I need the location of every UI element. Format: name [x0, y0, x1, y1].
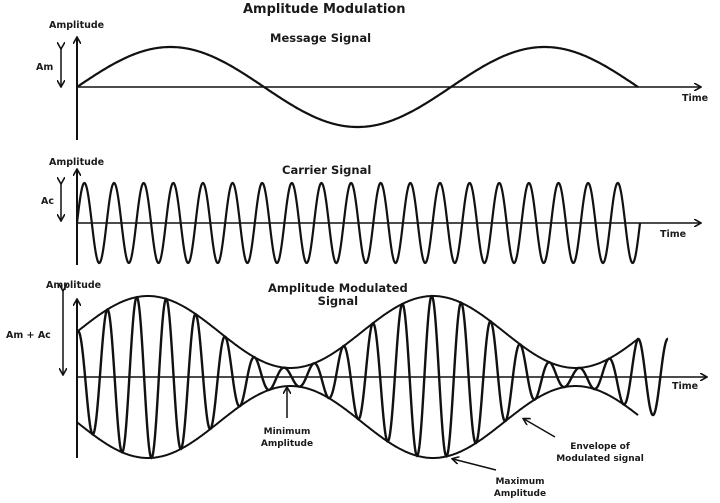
message-wave	[76, 45, 639, 129]
envelope-arrow-icon	[524, 419, 556, 438]
modulated-x-label: Time	[672, 381, 699, 392]
carrier-title: Carrier Signal	[282, 163, 372, 177]
modulated-wave	[75, 294, 669, 460]
diagram-title: Amplitude Modulation	[243, 2, 406, 17]
modulated-title-line2: Signal	[317, 294, 359, 308]
message-title: Message Signal	[270, 31, 372, 45]
ac-label: Ac	[41, 196, 54, 207]
message-x-label: Time	[682, 93, 709, 104]
maximum-amplitude-label: Maximum Amplitude	[493, 477, 547, 499]
carrier-y-label: Amplitude	[49, 157, 105, 168]
modulated-y-label: Amplitude	[46, 280, 102, 291]
modulated-title: Amplitude Modulated Signal	[268, 282, 408, 308]
carrier-wave	[75, 181, 642, 265]
am-label: Am	[36, 62, 54, 73]
amac-label: Am + Ac	[6, 330, 51, 341]
envelope-label: Envelope of Modulated signal	[556, 442, 644, 464]
message-y-label: Amplitude	[49, 20, 105, 31]
minimum-amplitude-label: Minimum Amplitude	[260, 427, 314, 449]
message-axes	[61, 38, 700, 140]
envelope-upper	[76, 295, 639, 369]
carrier-x-label: Time	[660, 229, 687, 240]
modulated-title-line1: Amplitude Modulated	[268, 281, 408, 295]
maximum-arrow-icon	[453, 459, 497, 471]
